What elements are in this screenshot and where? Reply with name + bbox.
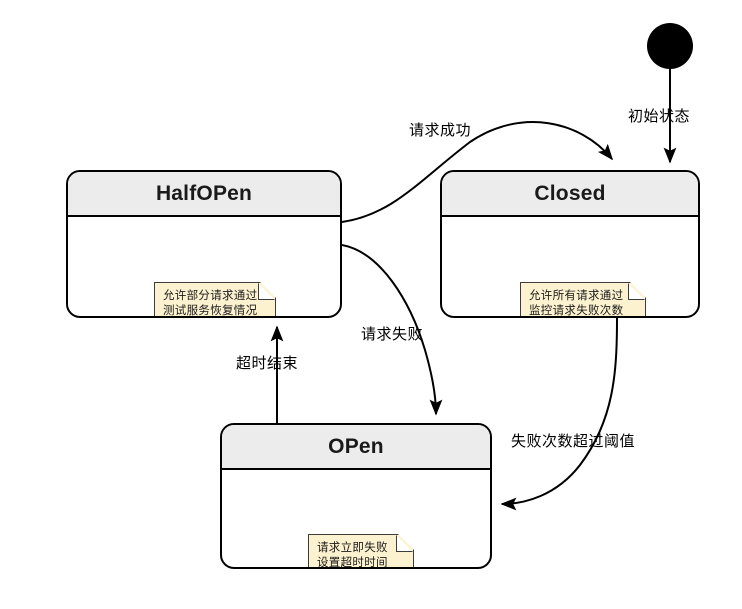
edge-label-halfopen-to-open: 请求失败 (361, 326, 424, 343)
state-node-open[interactable]: OPen 请求立即失败 设置超时时间 (220, 423, 492, 569)
note-fold-icon (258, 283, 275, 300)
state-title-halfopen: HalfOPen (68, 172, 340, 217)
initial-state-node[interactable] (647, 23, 693, 69)
edge-label-open-to-halfopen: 超时结束 (236, 355, 299, 372)
edge-label-initial-to-closed: 初始状态 (628, 108, 691, 125)
edge-halfopen-to-closed (341, 121, 614, 223)
state-body-open: 请求立即失败 设置超时时间 (222, 470, 490, 567)
note-fold-icon (628, 283, 645, 300)
state-body-closed: 允许所有请求通过 监控请求失败次数 (442, 217, 698, 316)
state-node-halfopen[interactable]: HalfOPen 允许部分请求通过 测试服务恢复情况 (66, 170, 342, 318)
state-title-open: OPen (222, 425, 490, 470)
state-body-halfopen: 允许部分请求通过 测试服务恢复情况 (68, 217, 340, 316)
state-note-halfopen: 允许部分请求通过 测试服务恢复情况 (154, 282, 276, 318)
state-node-closed[interactable]: Closed 允许所有请求通过 监控请求失败次数 (440, 170, 700, 318)
state-title-closed: Closed (442, 172, 698, 217)
note-fold-icon (396, 535, 413, 552)
edge-closed-to-open (500, 317, 618, 511)
edge-label-halfopen-to-closed: 请求成功 (409, 122, 472, 139)
edge-label-closed-to-open: 失败次数超过阈值 (511, 433, 636, 450)
edge-halfopen-to-open (341, 244, 443, 416)
state-note-open: 请求立即失败 设置超时时间 (308, 534, 414, 569)
state-note-closed: 允许所有请求通过 监控请求失败次数 (520, 282, 646, 318)
